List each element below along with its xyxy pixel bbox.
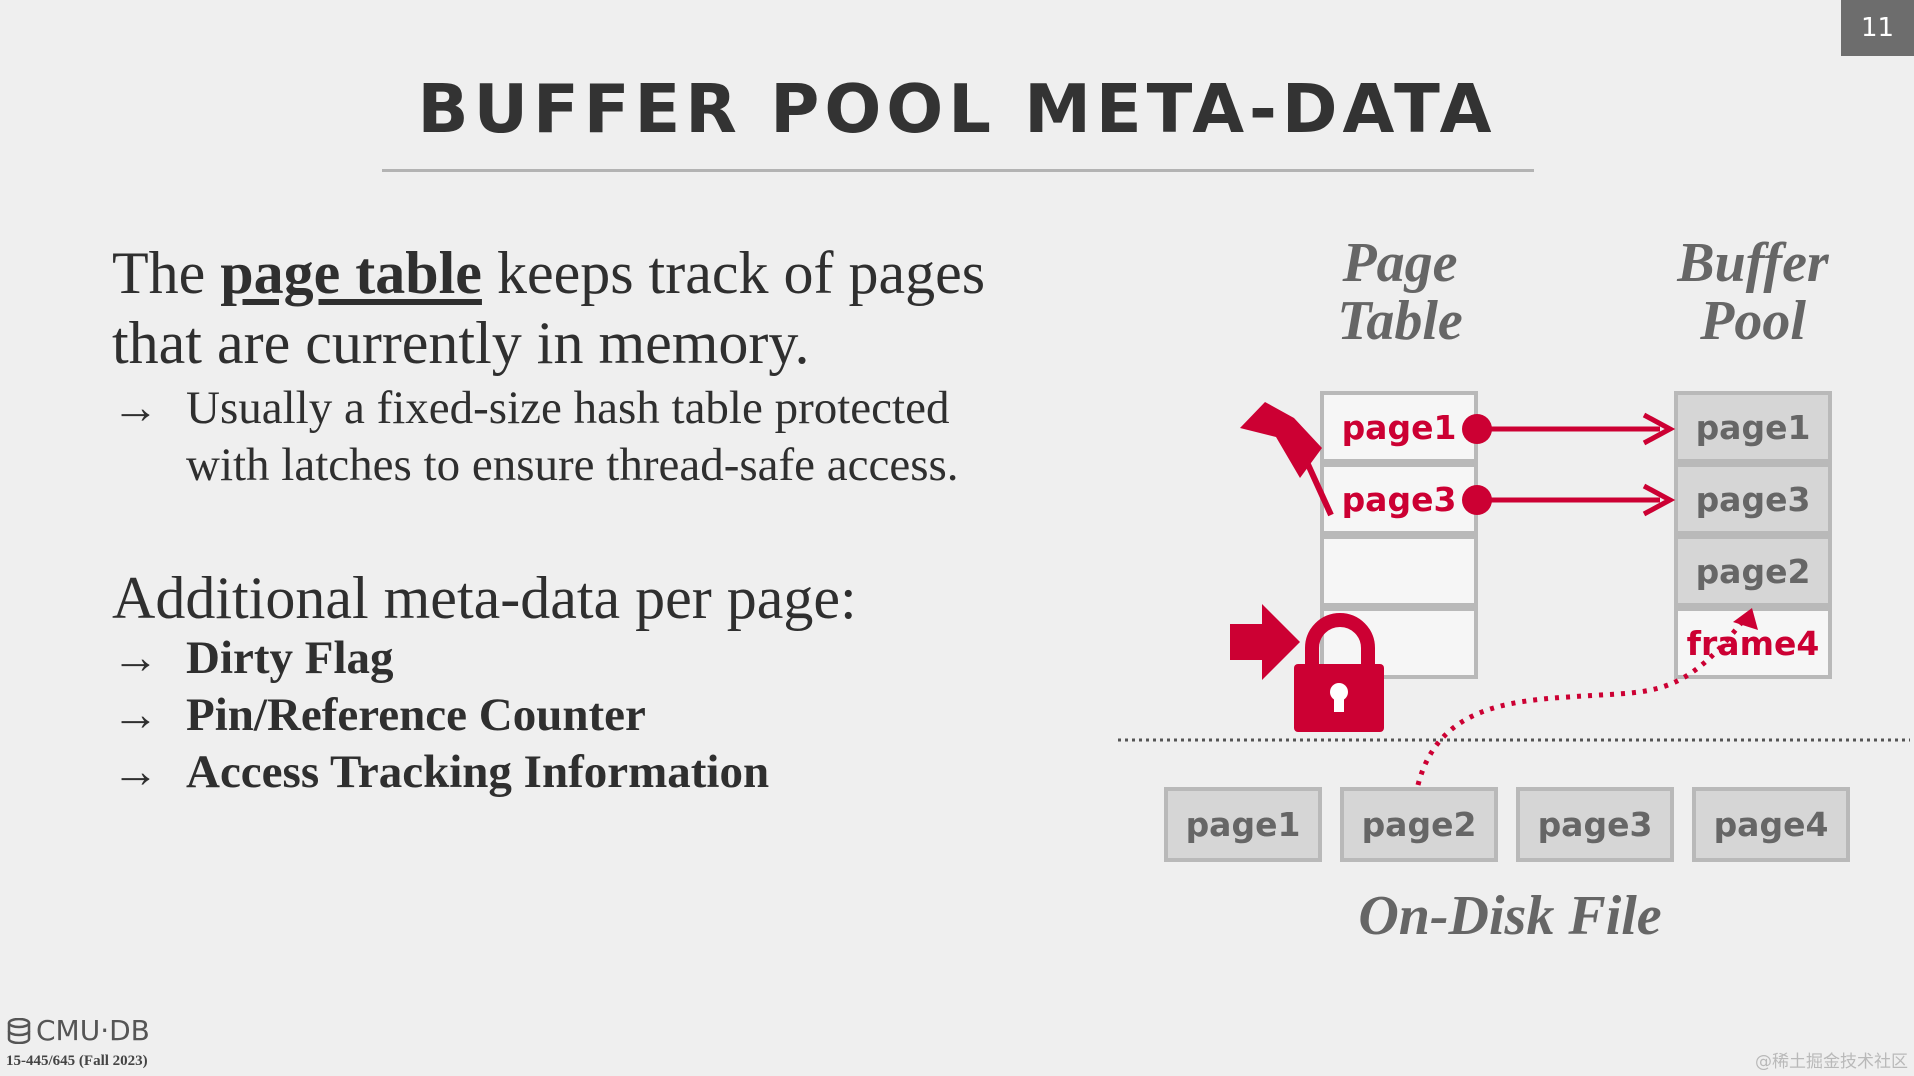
pointer-arrow-page3 <box>1462 483 1676 517</box>
watermark: @稀土掘金技术社区 <box>1755 1052 1908 1072</box>
disk-page: page2 <box>1340 787 1498 862</box>
bullet-arrow-icon: → <box>112 382 159 434</box>
intro-line-1: The page table keeps track of pages <box>112 238 985 308</box>
page-table-heading: Page Table <box>1300 234 1500 350</box>
intro-text: The page table keeps track of pages that… <box>112 238 985 378</box>
load-arrow-head <box>1733 608 1758 630</box>
load-path-curve <box>1415 616 1747 786</box>
database-icon <box>7 1017 31 1044</box>
list-item-text: Dirty Flag <box>186 632 394 684</box>
metadata-list: → Dirty Flag → Pin/Reference Counter → Acce… <box>112 630 769 801</box>
disk-page: page4 <box>1692 787 1850 862</box>
list-item: → Dirty Flag <box>112 630 769 687</box>
buffer-pool-frame: page1 <box>1674 391 1832 463</box>
page-table-term: page table <box>220 240 482 306</box>
arrow-right-icon <box>1230 604 1300 680</box>
page-table-heading-line: Page <box>1342 232 1458 294</box>
bullet-arrow-icon: → <box>112 746 159 798</box>
page-table-entry: page3 <box>1320 463 1478 535</box>
detail-continuation: with latches to ensure thread-safe acces… <box>186 439 959 491</box>
pointer-arrow-page1 <box>1462 412 1676 446</box>
buffer-pool-frame: frame4 <box>1674 607 1832 679</box>
detail-text-1: Usually a fixed-size hash table protecte… <box>186 382 950 434</box>
list-item: → Pin/Reference Counter <box>112 687 769 744</box>
course-label: 15-445/645 (Fall 2023) <box>6 1053 148 1069</box>
disk-page: page1 <box>1164 787 1322 862</box>
detail-list: → Usually a fixed-size hash table protect… <box>112 380 959 494</box>
bullet-arrow-icon: → <box>112 689 159 741</box>
lock-icon <box>1294 613 1384 732</box>
page-table-entry: page1 <box>1320 391 1478 463</box>
logo-text: CMU·DB <box>36 1014 150 1047</box>
additional-heading: Additional meta-data per page: <box>112 565 857 631</box>
additional-section: Additional meta-data per page: <box>112 563 857 633</box>
detail-bullet: → Usually a fixed-size hash table protect… <box>112 380 959 437</box>
title-divider <box>382 169 1534 172</box>
slide-number: 11 <box>1841 0 1914 56</box>
disk-page: page3 <box>1516 787 1674 862</box>
buffer-pool-heading-line: Pool <box>1700 290 1806 352</box>
bullet-arrow-icon: → <box>112 632 159 684</box>
list-item: → Access Tracking Information <box>112 744 769 801</box>
buffer-pool-frame: page3 <box>1674 463 1832 535</box>
page-table-entry <box>1320 535 1478 607</box>
buffer-pool-frame: page2 <box>1674 535 1832 607</box>
list-item-text: Access Tracking Information <box>186 746 770 798</box>
page-table-heading-line: Table <box>1337 290 1463 352</box>
pushpin-icon <box>1240 402 1334 517</box>
disk-file-label: On-Disk File <box>1358 885 1662 947</box>
buffer-pool-heading: Buffer Pool <box>1648 234 1858 350</box>
intro-prefix: The <box>112 240 221 306</box>
buffer-pool-heading-line: Buffer <box>1677 232 1829 294</box>
cmu-db-logo: CMU·DB <box>6 1014 150 1047</box>
intro-line-2: that are currently in memory. <box>112 310 810 376</box>
slide-title: BUFFER POOL META-DATA <box>417 70 1497 148</box>
list-item-text: Pin/Reference Counter <box>186 689 646 741</box>
intro-suffix: keeps track of pages <box>481 240 986 306</box>
